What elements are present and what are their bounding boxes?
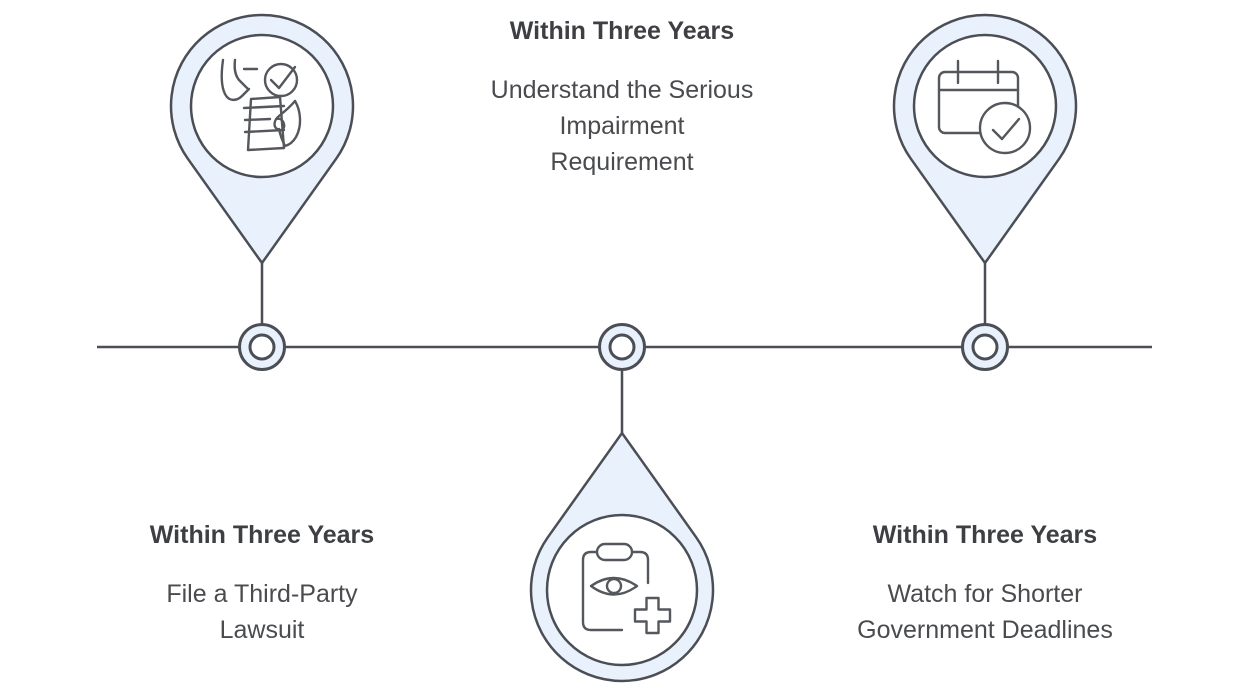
check-circle <box>263 62 299 98</box>
description-line: Impairment <box>559 112 685 140</box>
check-circle <box>978 101 1032 155</box>
timeline-node-center <box>598 323 646 371</box>
calendar-body <box>937 70 1020 135</box>
timeline-node-right <box>961 323 1009 371</box>
right-hand-thumb <box>273 99 297 132</box>
check-mark <box>991 117 1021 141</box>
description-line: Requirement <box>550 148 694 176</box>
milestone-title: Within Three Years <box>509 17 735 45</box>
clipboard-body <box>581 550 650 632</box>
description-line: Government Deadlines <box>857 616 1113 644</box>
timeline-node-left <box>238 323 286 371</box>
milestone-title: Within Three Years <box>872 521 1098 549</box>
hands-holding-document-check-icon <box>220 58 302 152</box>
eye-pupil <box>605 577 623 595</box>
right-hand <box>277 99 302 148</box>
milestone-label-right: Within Three Years Watch for Shorter Gov… <box>795 520 1175 648</box>
left-hand <box>220 58 251 102</box>
milestone-description: Watch for Shorter Government Deadlines <box>795 576 1175 648</box>
milestone-label-center: Within Three Years Understand the Seriou… <box>412 16 832 180</box>
pin-inner-circle <box>545 513 699 667</box>
eye-outline <box>589 576 639 596</box>
milestone-label-left: Within Three Years File a Third-Party La… <box>92 520 432 648</box>
description-line: Watch for Shorter <box>887 580 1083 608</box>
description-line: File a Third-Party <box>166 580 358 608</box>
milestone-title: Within Three Years <box>149 521 375 549</box>
node-center <box>608 333 636 361</box>
clipboard-eye-medical-plus-icon <box>581 542 672 635</box>
clipboard-clip <box>595 542 634 562</box>
milestone-pin-center <box>529 430 715 683</box>
node-center <box>248 333 276 361</box>
milestone-pin-left <box>169 13 355 266</box>
milestone-pin-right <box>892 13 1078 266</box>
pin-inner-circle <box>912 33 1058 179</box>
description-line: Lawsuit <box>219 616 305 644</box>
node-center <box>971 333 999 361</box>
calendar-check-icon <box>937 59 1032 155</box>
document-page <box>246 95 286 152</box>
description-line: Understand the Serious <box>490 76 754 104</box>
medical-plus <box>633 596 672 635</box>
calendar-hangers <box>956 59 1000 85</box>
milestone-description: Understand the Serious Impairment Requir… <box>412 72 832 180</box>
check-mark <box>269 65 297 90</box>
left-hand-finger <box>233 58 250 91</box>
milestone-description: File a Third-Party Lawsuit <box>92 576 432 648</box>
